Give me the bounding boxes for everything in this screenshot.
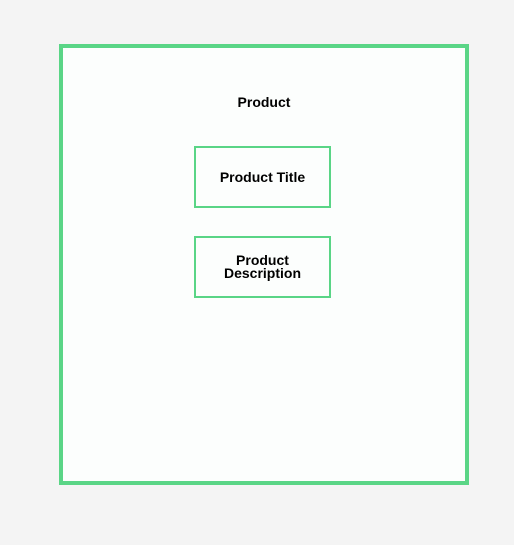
product-title-box: Product Title [194,146,331,208]
product-container-label: Product [237,94,291,110]
product-title-label: Product Title [219,168,306,185]
product-container: Product Product Title Product Descriptio… [59,44,469,485]
product-description-label: Product Description [223,252,301,281]
product-description-box: Product Description [194,236,331,298]
